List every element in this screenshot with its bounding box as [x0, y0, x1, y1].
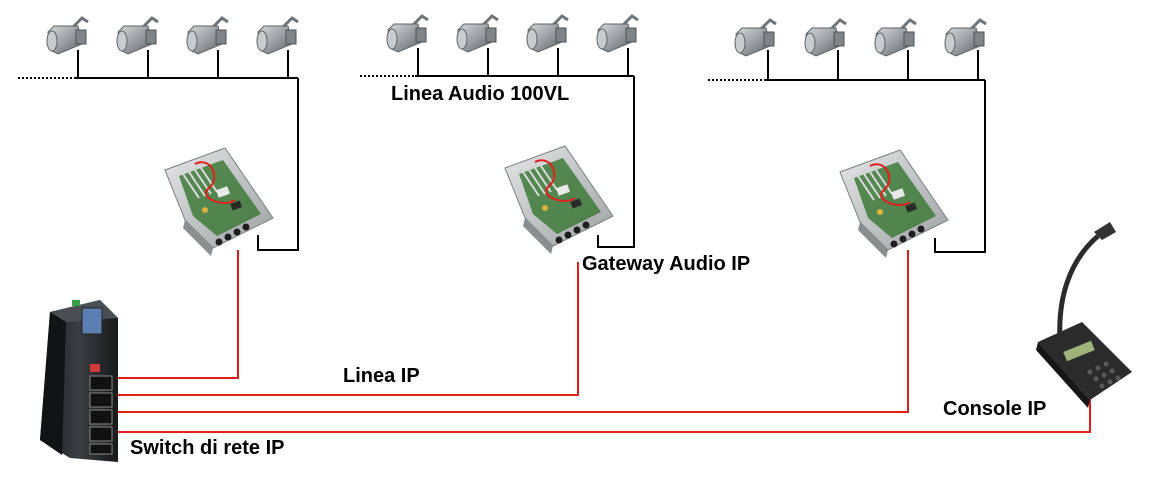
switch-label: Switch di rete IP [130, 437, 285, 459]
gateway-label: Gateway Audio IP [582, 253, 751, 275]
horn-speaker-icon [386, 14, 429, 53]
ip-line-label: Linea IP [343, 365, 420, 387]
horn-speaker-icon [526, 14, 569, 53]
console-label: Console IP [943, 398, 1047, 420]
audio-line-label: Linea Audio 100VL [391, 83, 570, 105]
network-switch-icon [40, 300, 118, 462]
horn-speaker-icon [734, 18, 777, 57]
horn-speaker-icon [596, 14, 639, 53]
horn-speaker-icon [944, 18, 987, 57]
horn-speaker-icon [456, 14, 499, 53]
horn-speaker-icon [116, 16, 159, 55]
horn-speaker-icon [874, 18, 917, 57]
horn-speaker-icon [46, 16, 89, 55]
horn-speaker-icon [186, 16, 229, 55]
horn-speaker-icon [256, 16, 299, 55]
speakers [46, 14, 987, 57]
gateways [164, 145, 949, 258]
ip-line [115, 250, 1091, 433]
audio-gateway-icon [164, 147, 274, 256]
audio-gateway-icon [839, 149, 949, 258]
horn-speaker-icon [804, 18, 847, 57]
audio-gateway-icon [504, 145, 614, 254]
audio-line-100v [18, 48, 986, 253]
microphone-console-icon [1036, 222, 1132, 408]
